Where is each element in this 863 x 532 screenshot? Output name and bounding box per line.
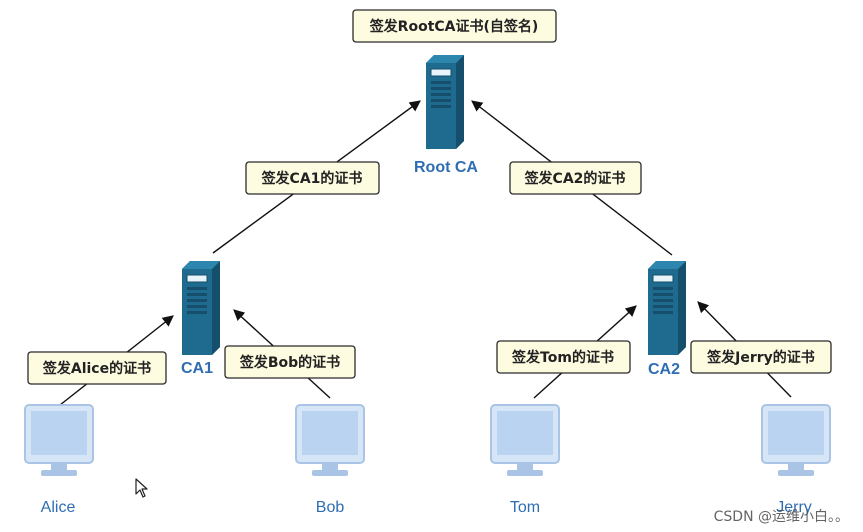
node-label-bob: Bob [316,499,345,516]
issue-label-ca2-text: 签发CA2的证书 [524,170,626,187]
issue-label-ca1-text: 签发CA1的证书 [261,170,363,187]
server-icon [181,260,221,356]
node-label-root-ca: Root CA [414,159,478,176]
issue-label-ca2: 签发CA2的证书 [509,161,642,195]
monitor-icon [761,404,831,477]
node-label-alice: Alice [41,499,76,516]
monitor-icon [490,404,560,477]
issue-label-bob-text: 签发Bob的证书 [239,354,340,371]
issue-label-alice: 签发Alice的证书 [27,351,167,385]
issue-label-jerry: 签发Jerry的证书 [690,340,832,374]
node-label-tom: Tom [510,499,540,516]
issue-label-ca1: 签发CA1的证书 [245,161,380,195]
node-label-ca1: CA1 [181,360,213,377]
issue-label-root-text: 签发RootCA证书(自签名) [369,18,539,35]
node-label-jerry: Jerry [776,499,812,516]
watermark: CSDN @运维小白。。 [713,509,849,525]
issue-label-alice-text: 签发Alice的证书 [42,360,151,377]
issue-label-tom: 签发Tom的证书 [496,340,631,374]
edges [59,100,792,406]
ca2-server [647,260,687,356]
node-label-ca2: CA2 [648,361,680,378]
root-ca-server [425,54,465,150]
monitor-icon [295,404,365,477]
server-icon [425,54,465,150]
mouse-pointer-icon [135,478,148,498]
server-icon [647,260,687,356]
issue-label-bob: 签发Bob的证书 [224,345,356,379]
ca1-server [181,260,221,356]
monitor-icon [24,404,94,477]
issue-label-tom-text: 签发Tom的证书 [511,349,614,366]
issue-label-root: 签发RootCA证书(自签名) [352,9,557,43]
issue-label-jerry-text: 签发Jerry的证书 [706,349,815,366]
